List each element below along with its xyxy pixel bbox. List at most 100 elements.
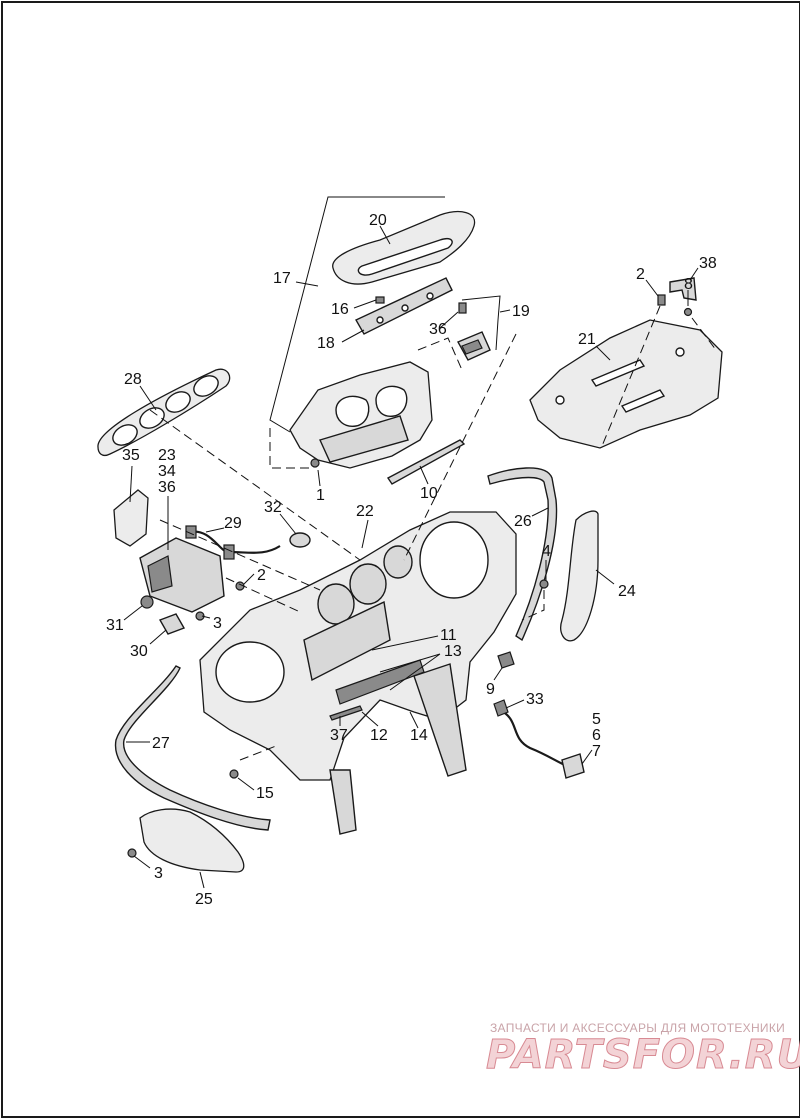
watermark-logo: PARTSFOR.RU	[486, 1032, 800, 1078]
leader-12	[361, 711, 379, 727]
callout-5: 5	[592, 711, 601, 728]
callout-33: 33	[526, 691, 544, 708]
callout-9: 9	[486, 681, 495, 698]
leader-2b	[243, 573, 255, 585]
callout-23: 23	[158, 447, 176, 464]
part-15-screw	[229, 769, 239, 779]
part-24-outer-panel	[560, 510, 599, 642]
callout-32: 32	[264, 499, 282, 516]
part-14-support-bracket	[413, 663, 467, 777]
part-4-screw	[539, 579, 549, 589]
callout-20: 20	[369, 212, 387, 229]
leader-26	[531, 507, 549, 517]
leader-10	[419, 465, 429, 485]
part-8-screw	[683, 307, 693, 317]
leader-35	[129, 465, 133, 503]
callout-12: 12	[370, 727, 388, 744]
part-38-bracket	[669, 277, 697, 301]
part-21-mounting-plate	[529, 319, 723, 449]
part-10-seal-strip	[386, 439, 466, 485]
callout-36-upper: 36	[429, 321, 447, 338]
leader-36a	[439, 311, 459, 329]
callout-36-left: 36	[158, 479, 176, 496]
leader-14	[409, 711, 419, 729]
leader-24	[595, 569, 615, 585]
part-35-cover	[113, 489, 149, 547]
callout-6: 6	[592, 727, 601, 744]
leader-29	[205, 527, 225, 533]
part-1-screw	[310, 458, 320, 468]
leader-13	[379, 653, 441, 691]
leader-16	[353, 299, 377, 309]
callout-28: 28	[124, 371, 142, 388]
callout-21: 21	[578, 331, 596, 348]
callout-22: 22	[356, 503, 374, 520]
part-9-clip	[497, 651, 515, 669]
part-33-wire-lead	[493, 699, 585, 779]
leader-18	[341, 329, 365, 343]
callout-7: 7	[592, 743, 601, 760]
callout-2-upper: 2	[636, 266, 645, 283]
part-31-clip	[140, 595, 154, 609]
bracket-19	[461, 295, 501, 351]
leader-5-6-7	[581, 749, 593, 765]
callout-34: 34	[158, 463, 176, 480]
assembly-line-2	[417, 337, 463, 371]
part-23-module-assembly	[139, 537, 225, 613]
leader-30	[149, 629, 167, 645]
leader-20	[379, 225, 391, 245]
callout-10: 10	[420, 485, 438, 502]
callout-3-lower: 3	[154, 865, 163, 882]
part-3-screw-lower	[127, 848, 137, 858]
part-29-connector-harness	[185, 525, 281, 560]
part-17-instrument-housing	[289, 361, 433, 469]
leader-28	[139, 385, 157, 411]
callout-29: 29	[224, 515, 242, 532]
callout-31: 31	[106, 617, 124, 634]
assembly-line-4	[149, 409, 361, 561]
leader-21	[595, 345, 611, 361]
leader-9	[493, 667, 503, 681]
leader-3b	[133, 855, 151, 869]
watermark-tagline: ЗАПЧАСТИ И АКСЕССУАРЫ ДЛЯ МОТОТЕХНИКИ	[490, 1021, 785, 1035]
callout-30: 30	[130, 643, 148, 660]
callout-14: 14	[410, 727, 428, 744]
callout-15: 15	[256, 785, 274, 802]
leader-17	[295, 281, 319, 287]
callout-2-left: 2	[257, 567, 266, 584]
part-30-bulb-socket	[158, 613, 186, 635]
leader-1	[317, 469, 321, 487]
assembly-line-3	[403, 333, 517, 561]
callout-11: 11	[440, 627, 457, 644]
leader-2a	[645, 279, 659, 297]
group-bracket-17	[269, 196, 445, 433]
callout-8: 8	[684, 276, 693, 293]
callout-4: 4	[542, 543, 551, 560]
assembly-line-9	[521, 590, 545, 621]
part-28-gauge-bezel	[97, 368, 231, 457]
leader-22	[361, 519, 369, 549]
callout-13: 13	[444, 643, 462, 660]
assembly-line-10	[239, 745, 277, 761]
part-26-edge-trim	[487, 467, 558, 642]
leader-33	[505, 699, 525, 709]
callout-3-left: 3	[213, 615, 222, 632]
leader-32	[279, 513, 297, 535]
part-18-bracket	[355, 277, 453, 335]
callout-19: 19	[512, 303, 530, 320]
part-37-strip	[329, 705, 363, 721]
part-14-support-lower	[329, 769, 357, 835]
callout-27: 27	[152, 735, 170, 752]
leader-15	[237, 777, 255, 791]
assembly-line-7	[601, 305, 661, 447]
part-25-lower-panel	[139, 808, 245, 873]
callout-18: 18	[317, 335, 335, 352]
callout-25: 25	[195, 891, 213, 908]
callout-16: 16	[331, 301, 349, 318]
part-2-screw-upper	[657, 294, 666, 306]
leader-38	[689, 267, 699, 281]
part-16-clip	[375, 296, 385, 304]
callout-38: 38	[699, 255, 717, 272]
assembly-line-5	[159, 519, 321, 591]
